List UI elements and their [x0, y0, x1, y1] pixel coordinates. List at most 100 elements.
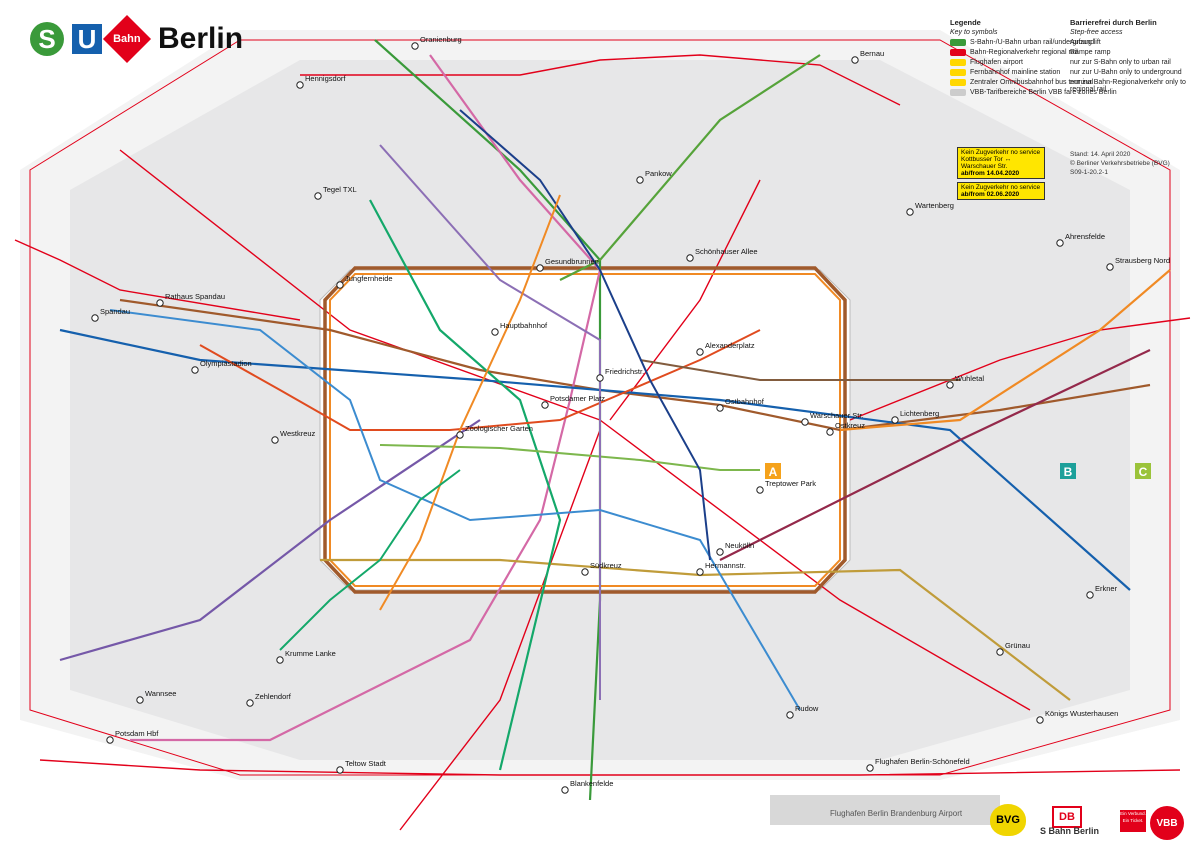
barrierfree-item: nur zur U-Bahn only to underground — [1070, 69, 1182, 76]
db-footer-logo-icon: DB — [1052, 806, 1082, 828]
station-marker[interactable] — [1106, 263, 1114, 271]
station-label: Wuhletal — [955, 374, 984, 383]
station-marker[interactable] — [596, 374, 604, 382]
station-label: Warschauer Str. — [810, 411, 864, 420]
station-marker[interactable] — [156, 299, 164, 307]
station-marker[interactable] — [716, 548, 724, 556]
legend: Legende Key to symbols S-Bahn-/U-Bahn ur… — [950, 18, 1117, 99]
regional-line-berlin-ring-outer — [29, 39, 1171, 776]
station-marker[interactable] — [296, 81, 304, 89]
station-marker[interactable] — [696, 348, 704, 356]
station-marker[interactable] — [246, 699, 254, 707]
station-marker[interactable] — [411, 42, 419, 50]
station-marker[interactable] — [91, 314, 99, 322]
station-label: Bernau — [860, 49, 884, 58]
station-marker[interactable] — [716, 404, 724, 412]
no-service-box-1: Kein Zugverkehr no service Kottbusser To… — [957, 147, 1045, 179]
station-marker[interactable] — [1056, 239, 1064, 247]
legend-item-label: Flughafen airport — [970, 59, 1023, 66]
ubahn-line-u6 — [379, 144, 601, 700]
station-marker[interactable] — [456, 431, 464, 439]
ubahn-line-u9 — [379, 194, 561, 611]
ubahn-line-u3 — [279, 469, 461, 651]
station-marker[interactable] — [686, 254, 694, 262]
station-marker[interactable] — [801, 418, 809, 426]
sbahn-footer-logo: S Bahn Berlin — [1040, 826, 1100, 836]
station-marker[interactable] — [1036, 716, 1044, 724]
legend-swatch-icon — [950, 79, 966, 86]
station-label: Ostbahnhof — [725, 397, 765, 406]
barrierfree-legend: Barrierefrei durch Berlin Step-free acce… — [1070, 18, 1190, 96]
zone-c-badge — [1135, 463, 1151, 479]
station-marker[interactable] — [191, 366, 199, 374]
station-label: Ahrensfelde — [1065, 232, 1105, 241]
station-marker[interactable] — [536, 264, 544, 272]
legend-item-label: VBB-Tarifbereiche Berlin VBB fare zones … — [970, 89, 1117, 96]
ubahn-line-u5 — [639, 359, 960, 381]
legend-item-label: Zentraler Omnibusbahnhof bus terminal — [970, 79, 1094, 86]
station-marker[interactable] — [561, 786, 569, 794]
station-marker[interactable] — [636, 176, 644, 184]
station-label: Südkreuz — [590, 561, 622, 570]
station-label: Wannsee — [145, 689, 176, 698]
station-marker[interactable] — [336, 766, 344, 774]
no-service-box-2: Kein Zugverkehr no service ab/from 02.06… — [957, 182, 1045, 200]
legend-item: S-Bahn-/U-Bahn urban rail/underground — [950, 39, 1117, 46]
station-label: Treptower Park — [765, 479, 816, 488]
station-label: Potsdamer Platz — [550, 394, 605, 403]
station-label: Lichtenberg — [900, 409, 939, 418]
airport-band-label: Flughafen Berlin Brandenburg Airport — [830, 809, 963, 818]
barrierfree-subtitle: Step-free access — [1070, 29, 1123, 36]
sbahn-ring — [323, 266, 847, 594]
sbahn-line-s9 — [719, 349, 1151, 561]
station-label: Alexanderplatz — [705, 341, 755, 350]
legend-item: Fernbahnhof mainline station — [950, 69, 1117, 76]
no-service-notice: Kein Zugverkehr no service Kottbusser To… — [957, 144, 1045, 203]
sbahn-line-s7 — [59, 419, 481, 662]
station-marker[interactable] — [891, 416, 899, 424]
station-marker[interactable] — [336, 281, 344, 289]
station-marker[interactable] — [906, 208, 914, 216]
barrierfree-item: Rampe ramp — [1070, 49, 1111, 56]
station-marker[interactable] — [491, 328, 499, 336]
station-label: Ostkreuz — [835, 421, 865, 430]
vbb-logo-icon: VBB — [1150, 806, 1184, 840]
station-marker[interactable] — [996, 648, 1004, 656]
sbahn-logo-icon: S — [30, 22, 64, 56]
legend-item-label: Bahn-Regionalverkehr regional rail — [970, 49, 1078, 56]
station-marker[interactable] — [581, 568, 589, 576]
station-marker[interactable] — [851, 56, 859, 64]
station-label: Blankenfelde — [570, 779, 613, 788]
regional-line-diag-nw — [119, 149, 601, 421]
station-label: Krumme Lanke — [285, 649, 336, 658]
station-marker[interactable] — [106, 736, 114, 744]
station-label: Neukölln — [725, 541, 754, 550]
header-logos: S U Bahn Berlin — [30, 14, 243, 64]
station-marker[interactable] — [541, 401, 549, 409]
station-marker[interactable] — [276, 656, 284, 664]
regional-lines — [14, 39, 1191, 831]
legend-item: Zentraler Omnibusbahnhof bus terminal — [950, 79, 1117, 86]
station-marker[interactable] — [136, 696, 144, 704]
barrierfree-item: nur zur Bahn-Regionalverkehr only to reg… — [1070, 79, 1186, 93]
legend-item-label: S-Bahn-/U-Bahn urban rail/underground — [970, 39, 1095, 46]
station-label: Gesundbrunnen — [545, 257, 599, 266]
station-marker[interactable] — [826, 428, 834, 436]
regional-line-diag-ne — [609, 179, 761, 421]
station-marker[interactable] — [786, 711, 794, 719]
station-label: Hennigsdorf — [305, 74, 346, 83]
station-marker[interactable] — [696, 568, 704, 576]
station-label: Hermannstr. — [705, 561, 746, 570]
station-marker[interactable] — [1086, 591, 1094, 599]
station-marker[interactable] — [946, 381, 954, 389]
ubahn-line-u7 — [109, 309, 801, 711]
station-marker[interactable] — [314, 192, 322, 200]
station-marker[interactable] — [866, 764, 874, 772]
station-label: Olympiastadion — [200, 359, 252, 368]
station-marker[interactable] — [756, 486, 764, 494]
regional-line-diag-sw — [399, 429, 601, 831]
station-label: Hauptbahnhof — [500, 321, 548, 330]
station-marker[interactable] — [271, 436, 279, 444]
